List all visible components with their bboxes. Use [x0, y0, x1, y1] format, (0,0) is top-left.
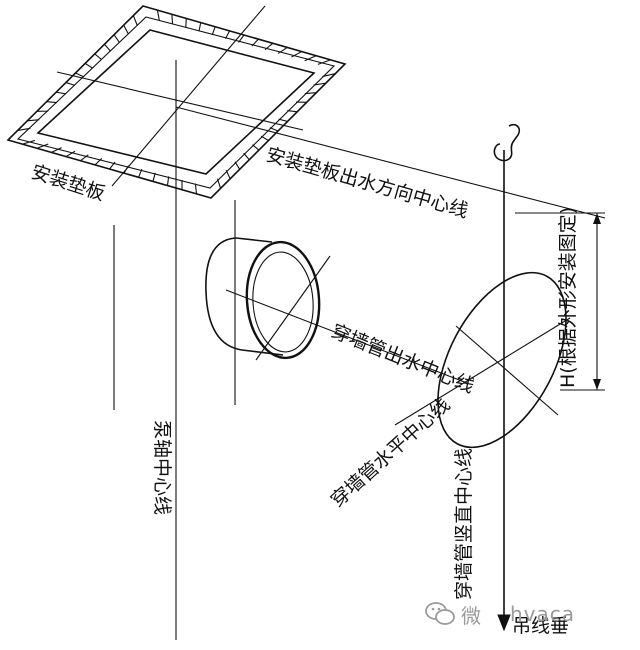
plate-centerline-a — [57, 72, 303, 130]
plate-hatch-line — [217, 179, 220, 189]
plate-hatch-line — [47, 102, 58, 103]
plate-hatch-line — [212, 27, 215, 35]
plate-hatch-line — [95, 54, 102, 60]
label-mounting-plate: 安装垫板 — [28, 161, 107, 205]
plate-hatch-line — [104, 44, 110, 51]
plate-hatch-line — [279, 119, 288, 121]
plate-hatch-line — [168, 176, 169, 185]
label-sleeve-outlet-centerline: 穿墙管出水中心线 — [328, 320, 477, 397]
plate-outlet-centerline — [176, 107, 605, 218]
watermark-brand: 微 — [461, 600, 482, 629]
plate-hatch-line — [270, 128, 278, 131]
plate-hatch-line — [195, 184, 196, 194]
label-sleeve-horizontal-centerline: 穿墙管水平中心线 — [327, 394, 455, 512]
watermark-partial: hvaca — [510, 602, 575, 626]
opening-through-line — [456, 326, 558, 415]
plate-hatch-line — [133, 16, 137, 26]
plate-centerline-b — [112, 6, 265, 186]
plate-hatch-line — [287, 111, 297, 112]
plate-hatch-line — [56, 92, 66, 94]
plate-hatch-line — [186, 18, 187, 27]
plate-hatch-line — [66, 83, 75, 86]
plate-hatch-line — [85, 63, 93, 68]
hook-icon — [494, 125, 519, 161]
plate-hatch-line — [244, 153, 250, 160]
label-sleeve-vertical-centerline: 穿墙管竖直中心线 — [453, 448, 475, 600]
plate-hatch-line — [261, 136, 268, 140]
plate-hatch-line — [124, 25, 129, 34]
wechat-icon — [425, 601, 455, 627]
plate-hatch-line — [199, 23, 201, 32]
plate-hatch-line — [225, 31, 229, 39]
plate-hatch-line — [172, 14, 173, 24]
plate-hatch-line — [226, 170, 230, 179]
wall-sleeve — [206, 238, 323, 360]
plate-hatch-line — [235, 162, 240, 170]
plate-hatch-line — [114, 35, 119, 43]
plate-hatch-line — [252, 145, 258, 150]
watermark: 微 hvaca — [425, 597, 635, 631]
plate-hatch-line — [157, 10, 159, 20]
label-height-note: H(根据外形安装图定) — [557, 207, 579, 388]
label-plate-outlet-centerline: 安装垫板出水方向中心线 — [264, 144, 471, 223]
label-pump-shaft-centerline: 泵轴中心线 — [151, 420, 173, 515]
